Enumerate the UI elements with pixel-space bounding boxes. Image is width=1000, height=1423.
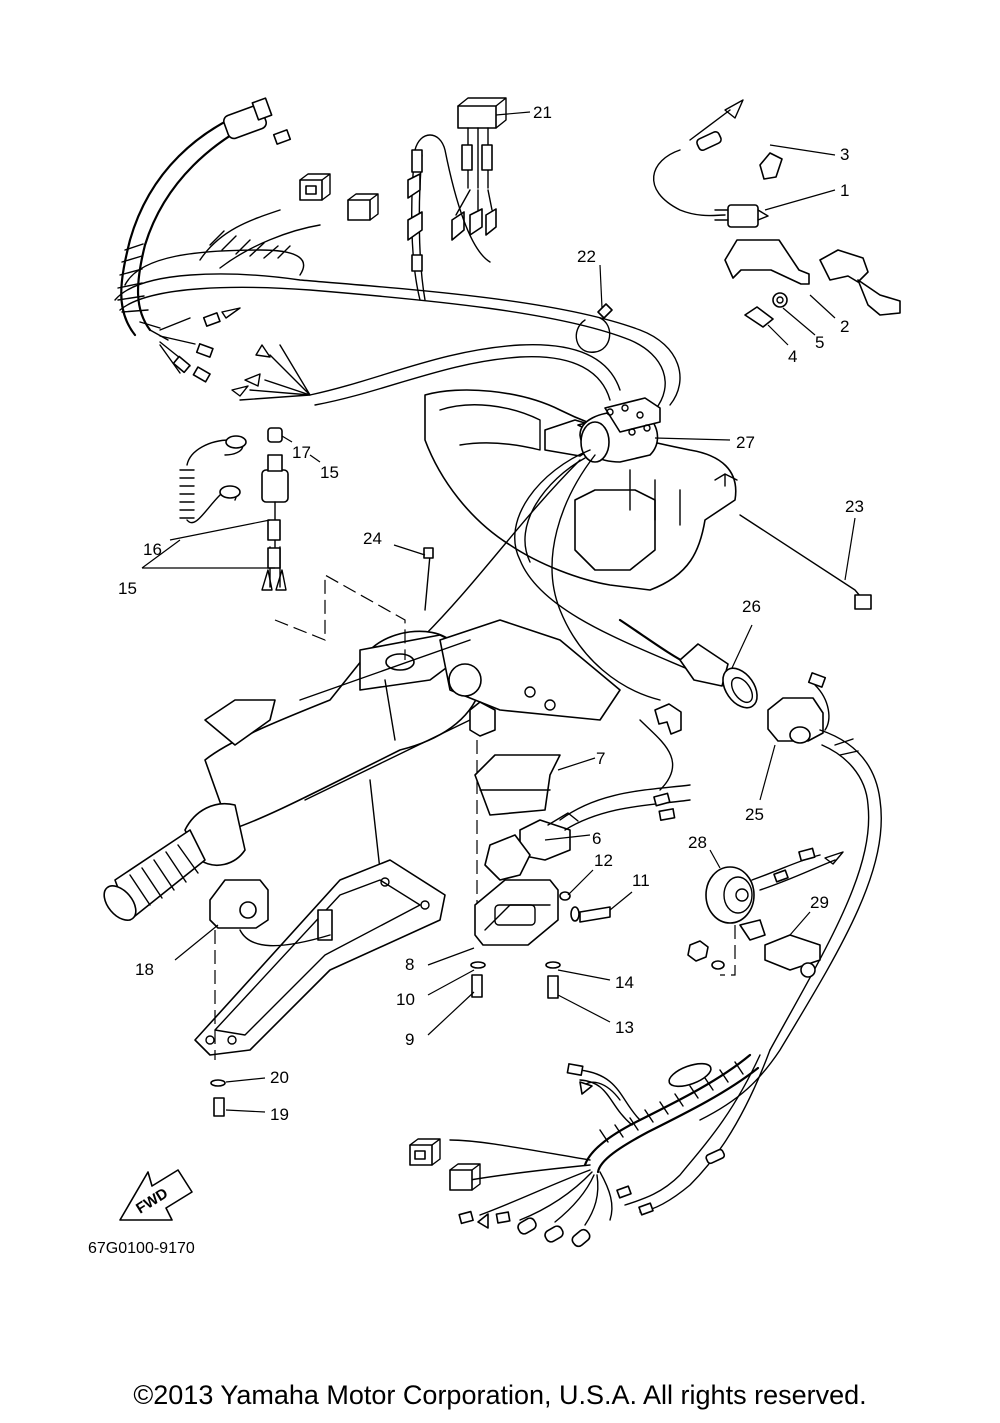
callout-label: 24 — [363, 529, 382, 548]
callout-label: 22 — [577, 247, 596, 266]
callout-label: 23 — [845, 497, 864, 516]
callout-label: 13 — [615, 1018, 634, 1037]
callout-label: 27 — [736, 433, 755, 452]
callout-label: 19 — [270, 1105, 289, 1124]
callout-label: 21 — [533, 103, 552, 122]
callout-label: 16 — [143, 540, 162, 559]
coupler-harness-21 — [407, 97, 531, 301]
callout-label: 12 — [594, 851, 613, 870]
screw-19-washer-20 — [210, 1077, 266, 1117]
cable-tie-24 — [393, 544, 434, 611]
callout-label: 4 — [788, 347, 797, 366]
callout-label: 20 — [270, 1068, 289, 1087]
callout-label: 5 — [815, 333, 824, 352]
bracket-29 — [687, 911, 821, 978]
callout-labels: 1 2 3 4 5 6 7 8 9 10 11 12 13 14 15 15 1… — [118, 103, 864, 1124]
callout-label: 9 — [405, 1030, 414, 1049]
callout-label: 8 — [405, 955, 414, 974]
callout-label: 29 — [810, 893, 829, 912]
handle-cover-plate — [194, 859, 446, 1056]
callout-label: 11 — [632, 871, 650, 890]
lanyard-assembly — [141, 427, 321, 591]
callout-label: 14 — [615, 973, 634, 992]
main-switch-27 — [579, 397, 731, 463]
callout-label: 18 — [135, 960, 154, 979]
switch-25-cable — [699, 672, 882, 1121]
callout-label: 3 — [840, 145, 849, 164]
callout-label: 28 — [688, 833, 707, 852]
callout-label: 15 — [118, 579, 137, 598]
switch-harness — [419, 449, 872, 701]
main-wire-harness — [114, 97, 681, 411]
fwd-arrow: FWD — [119, 1169, 193, 1221]
callout-label: 25 — [745, 805, 764, 824]
callout-label: 10 — [396, 990, 415, 1009]
callout-label: 2 — [840, 317, 849, 336]
callout-label: 7 — [596, 749, 605, 768]
sensor-assembly — [427, 701, 691, 1036]
cable-tie-22 — [575, 264, 613, 353]
stop-switch-18 — [174, 879, 331, 1060]
callout-label: 6 — [592, 829, 601, 848]
buzzer-28 — [705, 847, 844, 941]
copyright-notice: ©2013 Yamaha Motor Corporation, U.S.A. A… — [133, 1380, 867, 1410]
callout-label: 17 — [292, 443, 311, 462]
catalog-code: 67G0100-9170 — [88, 1240, 195, 1257]
callout-label: 26 — [742, 597, 761, 616]
neutral-switch-assembly — [652, 99, 901, 346]
bottom-harness — [409, 1049, 771, 1248]
connector-26 — [618, 618, 758, 709]
bottom-cowling — [424, 389, 738, 591]
tiller-handle — [103, 619, 621, 921]
callout-label: 15 — [320, 463, 339, 482]
callout-label: 1 — [840, 181, 849, 200]
